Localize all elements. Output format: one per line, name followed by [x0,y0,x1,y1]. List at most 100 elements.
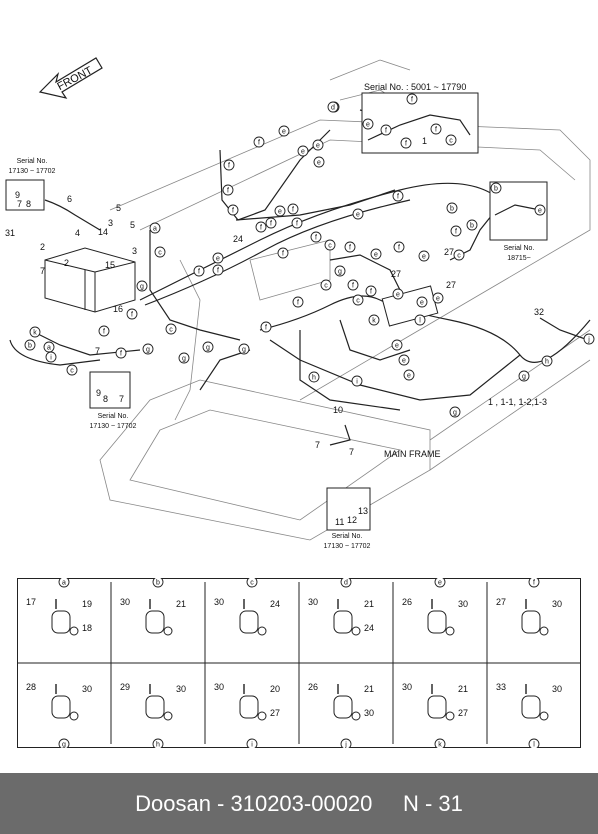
callout-i: i [45,351,57,363]
svg-text:f: f [270,220,272,227]
callout-f: f [430,123,442,135]
callout-k: k [29,326,41,338]
svg-text:c: c [457,252,461,259]
part-number: 10 [333,405,343,415]
svg-text:e: e [216,255,220,262]
part-number: 7 [17,199,22,209]
detail-letter: a [62,579,66,586]
detail-part-number: 17 [26,597,36,607]
battery [44,247,136,313]
svg-text:c: c [324,282,328,289]
part-number: 14 [98,227,108,237]
svg-text:f: f [217,267,219,274]
svg-text:e: e [301,148,305,155]
svg-text:f: f [198,268,200,275]
part-number: 2 [40,242,45,252]
detail-part-number: 24 [270,599,280,609]
svg-text:f: f [296,220,298,227]
footer: Doosan - 310203-00020 N - 31 [0,773,598,834]
callout-f: f [291,217,303,229]
svg-text:e: e [278,208,282,215]
footer-text: Doosan - 310203-00020 N - 31 [135,790,463,816]
detail-part-number: 30 [402,682,412,692]
svg-text:f: f [315,234,317,241]
detail-part-number: 28 [26,682,36,692]
svg-text:b: b [470,222,474,229]
svg-text:e: e [282,128,286,135]
callout-g: g [178,352,190,364]
detail-part-number: 29 [120,682,130,692]
svg-text:f: f [349,244,351,251]
svg-text:l: l [419,317,421,324]
callout-c: c [154,246,166,258]
detail-letter: l [533,741,535,748]
detail-part-number: 24 [364,623,374,633]
svg-text:e: e [396,291,400,298]
detail-letter: g [62,741,66,748]
callout-a: a [149,222,161,234]
callout-f: f [344,241,356,253]
callout-e: e [297,145,309,157]
svg-text:a: a [153,225,157,232]
callout-layer: fefffcdefeefffeffffffcefbfcffeegcffceeek… [24,93,595,418]
callout-b: b [24,339,36,351]
detail-letter: e [438,579,442,586]
callout-f: f [277,247,289,259]
svg-text:k: k [33,329,37,336]
serial-mid-title: Serial No. [98,413,129,420]
svg-text:e: e [538,207,542,214]
serial-left-range: 17130 ~ 17702 [9,168,56,175]
detail-part-number: 30 [364,708,374,718]
svg-text:f: f [397,193,399,200]
detail-part-number: 27 [496,597,506,607]
callout-g: g [334,265,346,277]
svg-text:j: j [587,336,590,343]
callout-g: g [449,406,461,418]
callout-e: e [534,204,546,216]
svg-text:f: f [385,127,387,134]
detail-letter: b [156,579,160,586]
callout-f: f [365,285,377,297]
part-number: 8 [26,199,31,209]
svg-text:f: f [297,299,299,306]
inset-serial-left [5,179,45,211]
svg-text:g: g [522,373,526,380]
part-number: 11 [335,517,344,527]
part-number: 2 [64,258,69,268]
svg-text:e: e [316,142,320,149]
callout-c: c [66,364,78,376]
detail-letter: c [250,579,254,586]
callout-b: b [466,219,478,231]
svg-text:e: e [366,121,370,128]
serial-right-range: 18715~ [507,255,531,262]
callout-f: f [227,204,239,216]
callout-f: f [260,321,272,333]
serial-right-title: Serial No. [504,245,535,252]
part-number: 13 [358,506,368,516]
svg-text:e: e [436,295,440,302]
callout-b: b [446,202,458,214]
main-frame-label: MAIN FRAME [384,449,441,459]
detail-part-number: 18 [82,623,92,633]
front-arrow: FRONT [38,57,103,99]
callout-e: e [312,139,324,151]
callout-e: e [391,339,403,351]
callout-e: e [362,118,374,130]
svg-text:b: b [494,185,498,192]
callout-f: f [115,347,127,359]
svg-text:c: c [328,242,332,249]
detail-letter: f [533,579,535,586]
callout-f: f [347,279,359,291]
svg-text:b: b [450,205,454,212]
part-number: 7 [349,447,354,457]
serial-bottom-range: 17130 ~ 17702 [324,543,371,550]
svg-text:e: e [422,253,426,260]
svg-text:g: g [206,344,210,351]
svg-text:g: g [338,268,342,275]
callout-f: f [222,184,234,196]
